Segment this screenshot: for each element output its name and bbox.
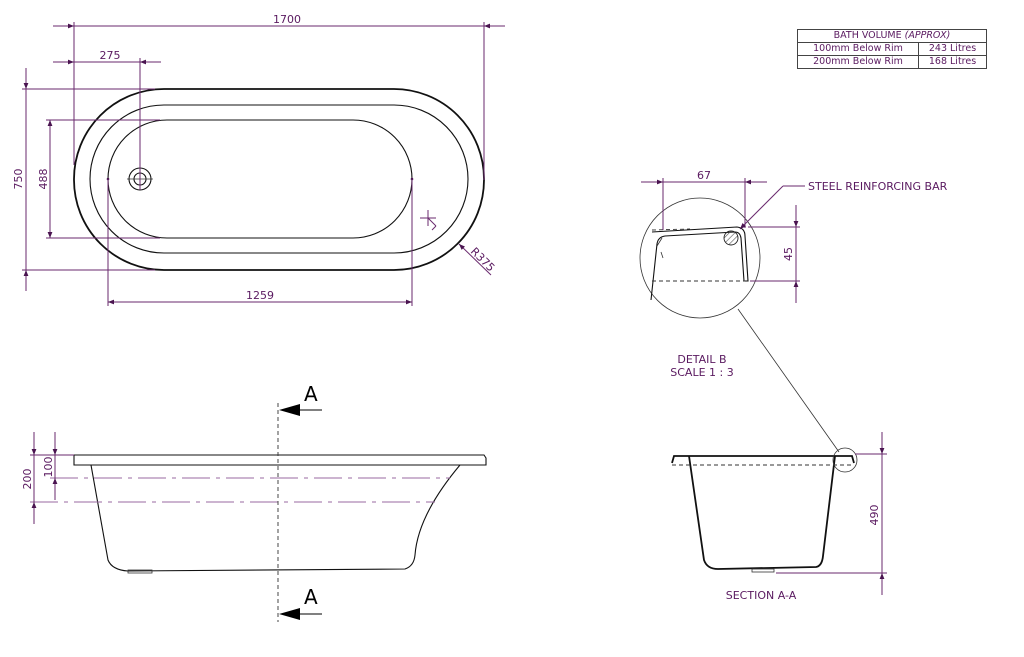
svg-text:45: 45 [782,247,795,261]
elevation-waste [127,569,153,574]
dim-275-label: 275 [100,49,121,62]
tap-symbol-icon [420,210,437,231]
detail-b-profile [650,226,749,301]
bath-volume-table: BATH VOLUME (APPROX) 100mm Below Rim 243… [796,29,987,69]
svg-text:STEEL REINFORCING BAR: STEEL REINFORCING BAR [808,180,948,193]
section-aa: 490 SECTION A-A [671,432,887,602]
dim-section-height: 490 [776,432,887,595]
svg-text:490: 490 [868,505,881,526]
dim-200-below-rim: 200 [21,432,55,524]
table-row: 200mm Below Rim 168 Litres [796,55,987,69]
bath-inner-rim [89,104,469,254]
plan-view: 1700 275 750 488 [12,13,505,306]
dim-overall-length: 1700 [53,13,505,180]
detail-b-title: DETAIL B [677,353,726,366]
dim-100-below-rim: 100 [42,432,74,500]
steel-bar-icon [723,230,739,246]
bath-volume-header: BATH VOLUME (APPROX) [797,29,987,43]
bath-basin [107,119,413,239]
section-aa-title: SECTION A-A [726,589,797,602]
dim-detail-height: 45 [748,205,800,303]
dim-r375-label: R375 [468,245,497,274]
dim-inner-width: 488 [37,119,160,239]
dim-overall-width: 750 [12,68,155,291]
svg-text:100: 100 [42,457,55,478]
bath-outer-rim [73,88,485,271]
steel-bar-callout: STEEL REINFORCING BAR [739,180,948,230]
detail-b-marker-circle [832,447,858,473]
svg-text:200: 200 [21,469,34,490]
dim-488-label: 488 [37,169,50,190]
elevation-body [90,464,461,572]
detail-b-circle [639,197,761,319]
svg-text:A: A [304,382,318,406]
svg-text:67: 67 [697,169,711,182]
detail-b-scale: SCALE 1 : 3 [670,366,733,379]
elevation-rim [73,454,487,466]
section-marker-top: A [279,382,322,416]
dim-1259-label: 1259 [246,289,274,302]
dim-inner-length: 1259 [107,179,413,306]
dim-waste-offset: 275 [53,49,161,190]
table-row: 100mm Below Rim 243 Litres [796,42,987,56]
dim-750-label: 750 [12,169,25,190]
svg-text:A: A [304,585,318,609]
section-marker-bottom: A [279,585,322,620]
elevation-view: A A 100 200 [21,382,487,622]
dim-1700-label: 1700 [273,13,301,26]
dim-detail-width: 67 [641,169,767,230]
dim-end-radius: R375 [458,243,497,276]
detail-b: 67 45 STEEL REINFORCING BAR DETAIL B SCA… [639,169,948,453]
